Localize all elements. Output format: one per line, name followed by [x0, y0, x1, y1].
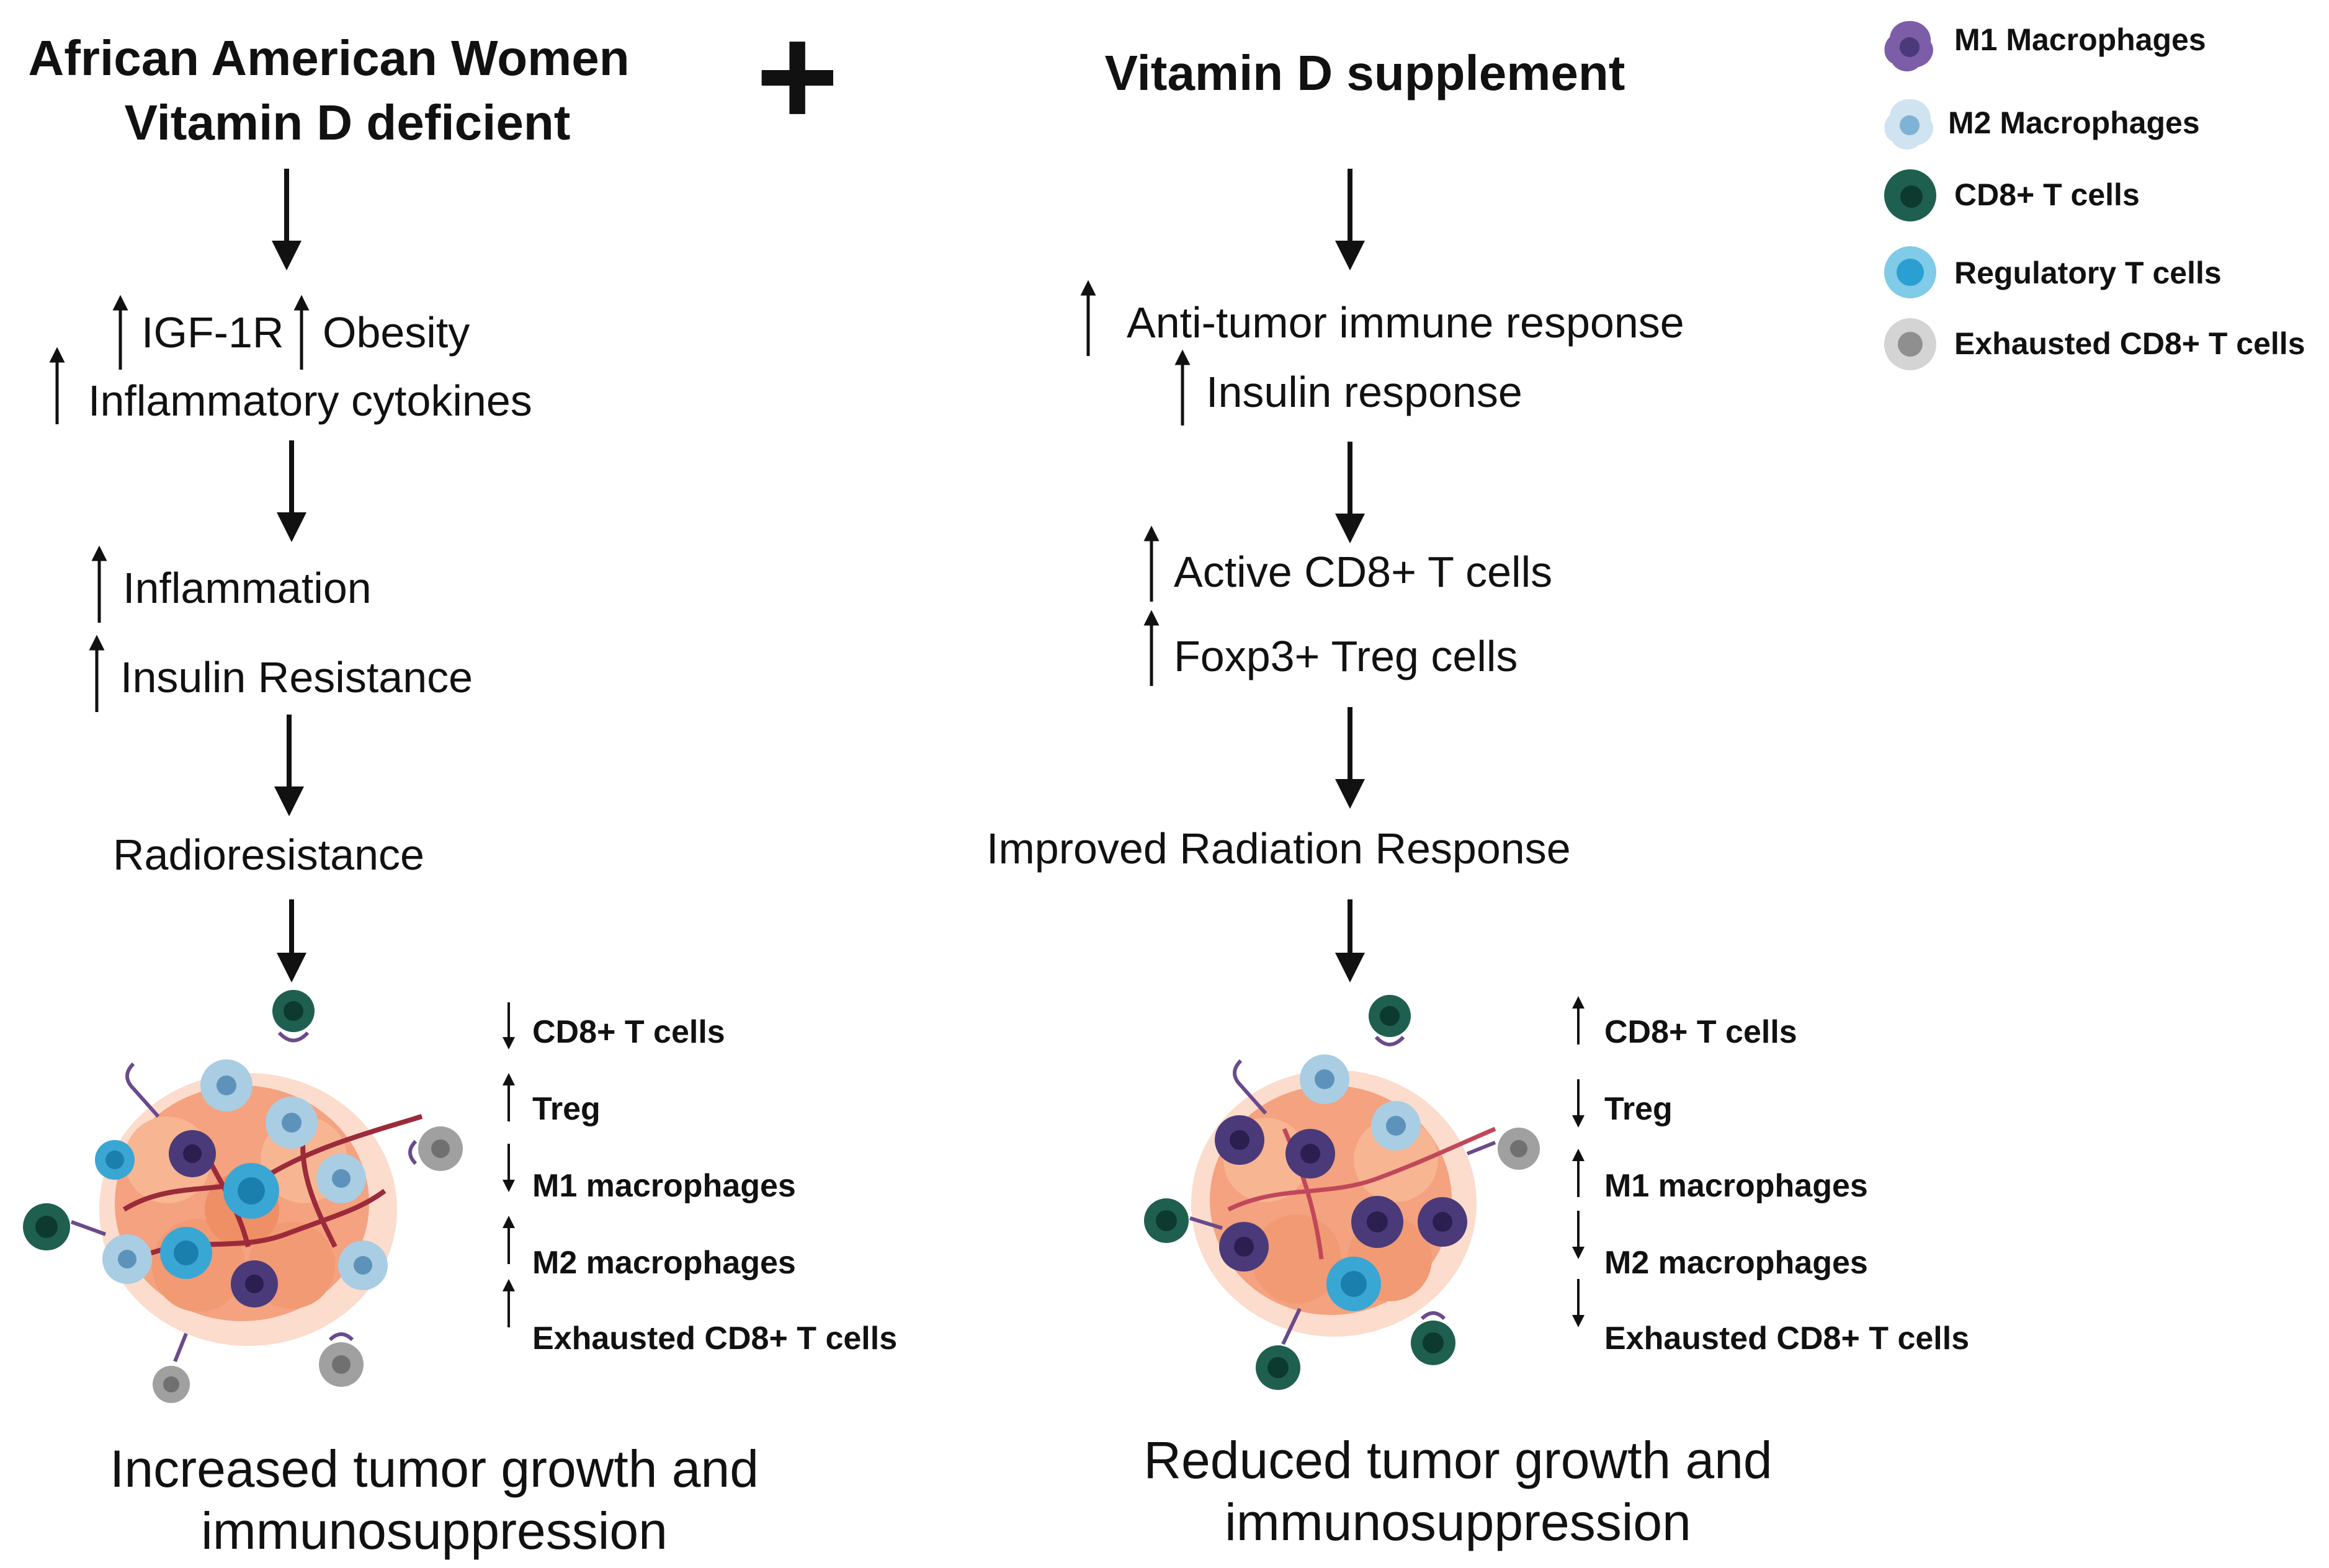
- regulatory-t-cell-icon: [1326, 1257, 1381, 1311]
- right-tag-m2: M2 macrophages: [1604, 1245, 1868, 1281]
- cd8-t-cell-icon: [1884, 169, 1936, 221]
- step-radioresistance: Radioresistance: [113, 831, 424, 879]
- receptor-icon: [125, 1062, 160, 1118]
- m1-macrophage-icon: [169, 1130, 216, 1177]
- m2-macrophage-icon: [338, 1241, 388, 1290]
- step-obesity: Obesity: [323, 308, 470, 357]
- cd8-t-cell-icon: [1256, 1307, 1302, 1390]
- legend-label-cd8: CD8+ T cells: [1954, 177, 2140, 212]
- m1-macrophage-icon: [1285, 1129, 1335, 1178]
- left-tag-m2: M2 macrophages: [532, 1245, 796, 1281]
- right-tag-exhausted: Exhausted CD8+ T cells: [1604, 1321, 1970, 1356]
- left-tag-cd8: CD8+ T cells: [532, 1014, 725, 1050]
- exhausted-cd8-t-cell-icon: [153, 1332, 190, 1403]
- cd8-t-cell-icon: [1411, 1311, 1455, 1365]
- m2-macrophage-icon: [316, 1154, 366, 1203]
- m2-macrophage-icon: [1884, 99, 1933, 150]
- legend: M1 Macrophages M2 Macrophages CD8+ T cel…: [1874, 12, 2320, 385]
- legend-label-m2: M2 Macrophages: [1948, 105, 2200, 140]
- right-title: Vitamin D supplement: [1104, 45, 1625, 100]
- regulatory-t-cell-icon: [95, 1140, 135, 1180]
- m2-macrophage-icon: [266, 1097, 318, 1149]
- regulatory-t-cell-icon: [1884, 246, 1936, 298]
- exhausted-cd8-t-cell-icon: [319, 1332, 364, 1387]
- step-foxp3-treg: Foxp3+ Treg cells: [1174, 632, 1518, 680]
- cd8-t-cell-icon: [1369, 995, 1411, 1046]
- right-outcome-line2: immunosuppression: [1225, 1493, 1691, 1551]
- left-outcome-line1: Increased tumor growth and: [110, 1440, 759, 1498]
- cd8-t-cell-icon: [23, 1203, 107, 1250]
- m1-macrophage-icon: [1884, 20, 1933, 72]
- step-inflammatory-cytokines: Inflammatory cytokines: [88, 376, 532, 425]
- m2-macrophage-icon: [1371, 1101, 1421, 1151]
- m1-macrophage-icon: [231, 1260, 278, 1307]
- left-tag-exhausted: Exhausted CD8+ T cells: [532, 1321, 898, 1356]
- left-title-line2: Vitamin D deficient: [124, 95, 571, 150]
- step-active-cd8: Active CD8+ T cells: [1174, 548, 1553, 596]
- legend-label-m1: M1 Macrophages: [1954, 22, 2206, 57]
- regulatory-t-cell-icon: [223, 1163, 279, 1219]
- receptor-icon: [1233, 1059, 1267, 1115]
- cd8-t-cell-icon: [272, 990, 315, 1043]
- left-tag-m1: M1 macrophages: [532, 1168, 796, 1204]
- legend-label-treg: Regulatory T cells: [1954, 256, 2222, 290]
- m2-macrophage-icon: [1300, 1054, 1349, 1104]
- m1-macrophage-icon: [1351, 1196, 1403, 1248]
- right-tag-cd8: CD8+ T cells: [1604, 1014, 1797, 1050]
- m2-macrophage-icon: [102, 1234, 152, 1284]
- right-tumor-illustration: [1144, 995, 1540, 1390]
- step-igf-1r: IGF-1R: [141, 308, 284, 357]
- m1-macrophage-icon: [1219, 1222, 1269, 1272]
- right-tag-m1: M1 macrophages: [1604, 1168, 1868, 1204]
- step-improved-radiation: Improved Radiation Response: [986, 824, 1571, 873]
- right-tag-arrows: [1572, 996, 1585, 1327]
- left-tag-treg: Treg: [532, 1091, 601, 1127]
- legend-label-exhausted: Exhausted CD8+ T cells: [1954, 326, 2305, 361]
- right-outcome-line1: Reduced tumor growth and: [1143, 1431, 1772, 1489]
- step-insulin-resistance: Insulin Resistance: [120, 653, 473, 702]
- step-inflammation: Inflammation: [123, 564, 372, 612]
- exhausted-cd8-t-cell-icon: [1466, 1128, 1540, 1170]
- cd8-t-cell-icon: [1144, 1198, 1223, 1243]
- step-insulin-response: Insulin response: [1206, 368, 1522, 416]
- m1-macrophage-icon: [1215, 1115, 1264, 1165]
- right-tag-treg: Treg: [1604, 1091, 1673, 1127]
- left-tumor-illustration: [23, 990, 463, 1403]
- left-tag-arrows: [503, 1002, 515, 1327]
- left-outcome-line2: immunosuppression: [201, 1502, 668, 1560]
- exhausted-cd8-t-cell-icon: [1884, 318, 1936, 370]
- step-anti-tumor: Anti-tumor immune response: [1127, 298, 1684, 347]
- m2-macrophage-icon: [200, 1059, 253, 1111]
- m1-macrophage-icon: [1418, 1197, 1467, 1247]
- left-title-line1: African American Women: [28, 30, 630, 86]
- exhausted-cd8-t-cell-icon: [408, 1126, 463, 1171]
- regulatory-t-cell-icon: [160, 1227, 212, 1279]
- plus-sign: +: [756, 0, 839, 156]
